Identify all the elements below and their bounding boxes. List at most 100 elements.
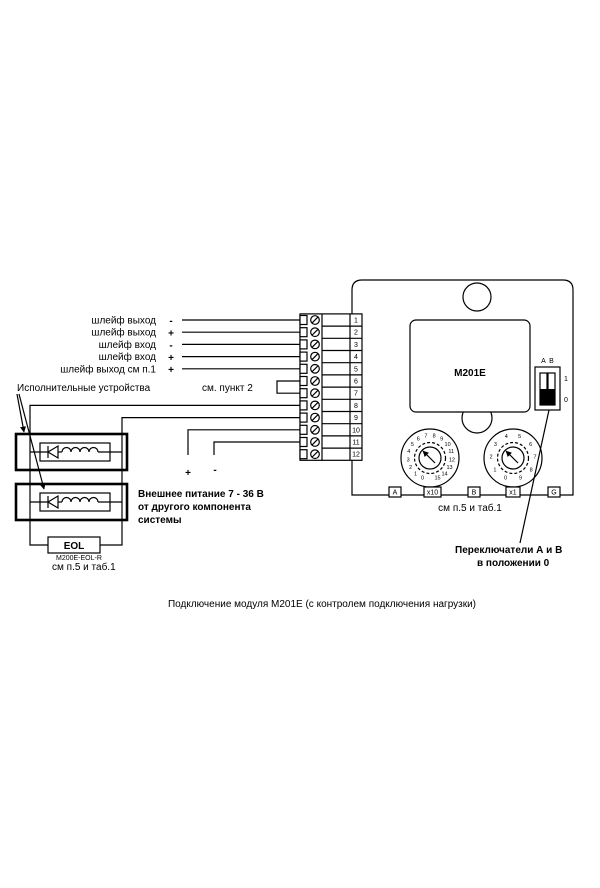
- loop-wire-4: шлейф вход +: [99, 351, 300, 364]
- dial-number: 12: [449, 457, 455, 463]
- terminal-tab: [299, 375, 308, 387]
- screw-slot: [311, 353, 319, 360]
- loop-wire-3: шлейф вход -: [99, 339, 300, 351]
- terminal-number: 1: [354, 318, 358, 325]
- switch-label-b: B: [549, 358, 554, 365]
- screw-slot: [311, 377, 319, 385]
- terminal-number: 6: [354, 379, 358, 386]
- terminal-3: 3: [299, 339, 362, 352]
- terminal-number: 12: [352, 452, 360, 459]
- switch-lever-b: [548, 389, 555, 405]
- module-label-panel: [409, 319, 531, 413]
- dial-pointer-icon: [505, 450, 519, 464]
- terminal-7: 7: [299, 388, 362, 400]
- address-switch: A B 1 0: [534, 358, 568, 411]
- power-note-line-1: Внешнее питание 7 - 36 В: [138, 489, 264, 500]
- switch-lever-a: [540, 389, 547, 405]
- dial-number: 2: [489, 455, 492, 461]
- switch-position-0: 0: [564, 397, 568, 404]
- dial-number: 13: [446, 465, 452, 471]
- external-power: + - Внешнее питание 7 - 36 В от другого …: [138, 429, 300, 526]
- terminal-8: 8: [299, 400, 362, 413]
- power-wire-minus: [213, 441, 300, 455]
- power-note-line-3: системы: [138, 515, 182, 526]
- eol-box: [47, 536, 101, 554]
- dial-pointer-icon: [422, 450, 436, 464]
- terminal-12: 12: [299, 449, 360, 460]
- diode-icon: [46, 444, 59, 460]
- terminal-6: 6: [299, 375, 362, 388]
- loop-wire-sign: -: [169, 316, 172, 327]
- terminal-1: 1: [299, 314, 362, 327]
- diode-icon: [46, 494, 59, 510]
- terminal-tab: [299, 363, 308, 374]
- power-wire-plus: [187, 429, 300, 455]
- terminal-number: 10: [352, 427, 360, 434]
- actuators: Исполнительные устройства: [14, 383, 300, 573]
- module-tags: A x10 B x1 G: [388, 486, 561, 498]
- terminal-tab: [299, 388, 308, 399]
- terminal-number: 2: [354, 330, 358, 337]
- terminal-tab: [299, 412, 308, 423]
- loop-wire-sign: +: [168, 353, 174, 364]
- dial-number: 3: [494, 442, 497, 448]
- tag-a: A: [393, 490, 398, 497]
- jumper-wire: [276, 380, 300, 394]
- tag-x10: x10: [427, 490, 438, 497]
- terminal-11: 11: [299, 436, 362, 449]
- terminal-number: 11: [352, 440, 359, 447]
- tag-x1: x1: [509, 490, 517, 497]
- terminal-tab: [299, 400, 308, 411]
- screw-slot: [311, 328, 319, 336]
- eol-reference: см п.5 и таб.1: [52, 561, 116, 573]
- switch-note: Переключатели А и В в положении 0: [455, 409, 562, 569]
- terminal-number: 9: [354, 415, 358, 422]
- dial-number: 7: [424, 433, 427, 439]
- screw-slot: [311, 316, 319, 324]
- terminal-tab: [299, 327, 308, 338]
- dial-number: 1: [414, 472, 417, 478]
- eol-label: EOL: [64, 541, 85, 552]
- screw-slot: [311, 414, 319, 421]
- dial-number: 5: [518, 434, 521, 440]
- mounting-hole-top: [462, 282, 492, 312]
- eol-resistor: EOL M200E-EOL-R см п.5 и таб.1: [47, 536, 116, 573]
- dial-number: 8: [530, 467, 533, 473]
- screw-slot: [311, 365, 319, 373]
- dial-number: 7: [533, 455, 536, 461]
- tag-box: [547, 486, 561, 498]
- screw-slot: [311, 450, 319, 458]
- terminal-tab: [299, 436, 308, 448]
- module-name: M201E: [454, 368, 486, 379]
- coil-icon: [61, 446, 99, 453]
- tag-b: B: [472, 490, 477, 497]
- terminal-9: 9: [299, 412, 362, 425]
- terminal-10: 10: [299, 424, 362, 437]
- terminal-tab: [299, 424, 308, 435]
- jumper: см. пункт 2: [202, 380, 300, 394]
- device-highlight-box: [14, 432, 129, 472]
- actuator-device-2: [14, 482, 129, 522]
- dial-number: 6: [417, 436, 420, 442]
- dial-number: 2: [409, 465, 412, 471]
- power-note-line-2: от другого компонента: [138, 502, 251, 513]
- actuator-arrow-1: [16, 393, 26, 433]
- dial-number: 4: [505, 434, 508, 440]
- module-reference: см п.5 и таб.1: [438, 502, 502, 514]
- screw-slot: [311, 426, 319, 434]
- loop-wire-sign: +: [168, 365, 174, 376]
- loop-wire-1: шлейф выход -: [91, 315, 300, 327]
- power-minus-sign: -: [213, 465, 216, 476]
- dial-number: 6: [529, 442, 532, 448]
- device-highlight-box: [14, 482, 129, 522]
- tag-box: [423, 486, 442, 498]
- loop-wire-sign: -: [169, 340, 172, 351]
- tag-g: G: [551, 490, 556, 497]
- loop-wire-sign: +: [168, 329, 174, 340]
- loop-wire-label: шлейф выход см п.1: [60, 363, 156, 375]
